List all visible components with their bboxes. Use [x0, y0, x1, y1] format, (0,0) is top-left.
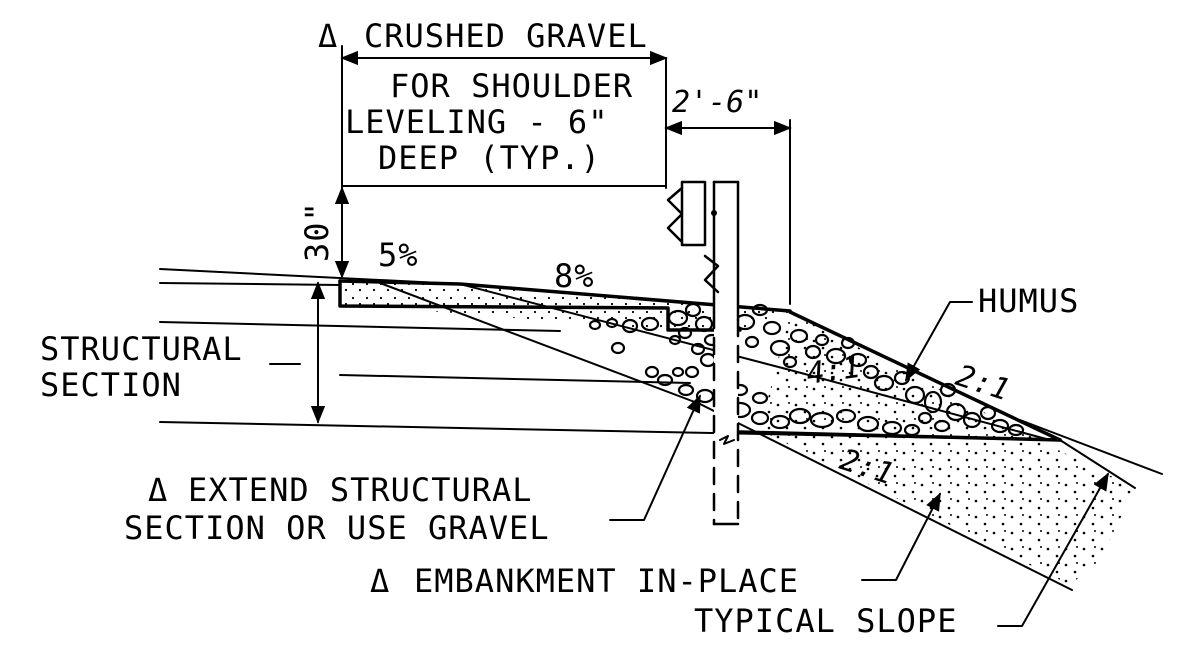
blockout: [680, 180, 707, 247]
gravel-bottom-line: [738, 430, 1062, 442]
humus-label: HUMUS: [978, 282, 1079, 320]
delta-symbol: Δ: [318, 17, 338, 55]
extend-structural-callout: Δ EXTEND STRUCTURAL SECTION OR USE GRAVE…: [124, 394, 701, 547]
extend-leader: [609, 394, 701, 521]
humus-leader: [905, 301, 973, 382]
typical-slope-leader: [997, 472, 1109, 627]
structural-section-callout: STRUCTURAL SECTION: [40, 281, 326, 424]
embankment-leader: [861, 492, 941, 581]
typical-slope-label: TYPICAL SLOPE: [694, 602, 957, 640]
embankment-delta: Δ: [370, 562, 390, 600]
offset-dimension-group: 2'-6": [664, 85, 792, 305]
humus-slope-line: [788, 310, 1062, 442]
offset-dimension-label: 2'-6": [672, 85, 762, 120]
crushed-gravel-label: CRUSHED GRAVEL: [364, 17, 648, 55]
embankment-fill: [760, 312, 1135, 585]
w-beam-rail: [666, 186, 684, 244]
shoulder-base-fill: [340, 280, 790, 330]
eight-percent-label: 8%: [554, 257, 595, 295]
rail-bolt: [711, 210, 717, 216]
extend-label-line-1: EXTEND STRUCTURAL: [188, 471, 533, 509]
shoulder-note-line-2: LEVELING - 6": [345, 103, 608, 141]
lower-rail-fragment: [703, 254, 720, 294]
height-dimension-label: 30": [298, 201, 336, 262]
structural-layer-line-2: [339, 374, 691, 384]
crushed-gravel-label-group: Δ CRUSHED GRAVEL FOR SHOULDER LEVELING -…: [318, 17, 668, 177]
embankment-slope-line: [699, 403, 1073, 591]
four-to-one-label: 4:1: [804, 350, 863, 392]
extend-label-line-2: SECTION OR USE GRAVEL: [124, 509, 550, 547]
break-symbol: [719, 435, 735, 445]
finished-slope-line: [1019, 419, 1163, 475]
four-to-one-slope-line-lower: [789, 369, 1051, 441]
structural-label-line-2: SECTION: [40, 366, 182, 404]
shoulder-note-line-1: FOR SHOULDER: [390, 67, 633, 105]
humus-callout: HUMUS: [905, 282, 1079, 382]
structural-extension-diagonal: [379, 282, 701, 405]
guardrail: [666, 180, 740, 526]
structural-layer-line-1: [159, 321, 561, 332]
embankment-top-edge: [1059, 439, 1136, 489]
embankment-label: EMBANKMENT IN-PLACE: [414, 562, 799, 600]
typical-slope-callout: TYPICAL SLOPE: [694, 472, 1109, 640]
embankment-callout: Δ EMBANKMENT IN-PLACE: [370, 492, 941, 600]
extend-delta: Δ: [148, 471, 168, 509]
shoulder-note-line-3: DEEP (TYP.): [378, 139, 601, 177]
height-dimension-group: 30": [298, 185, 667, 279]
section-lines: [159, 268, 1163, 591]
five-percent-label: 5%: [378, 236, 419, 274]
structural-label-line-1: STRUCTURAL: [40, 330, 243, 368]
shoulder-gravel-outline: [338, 279, 742, 332]
pavement-layer-line: [159, 282, 341, 286]
